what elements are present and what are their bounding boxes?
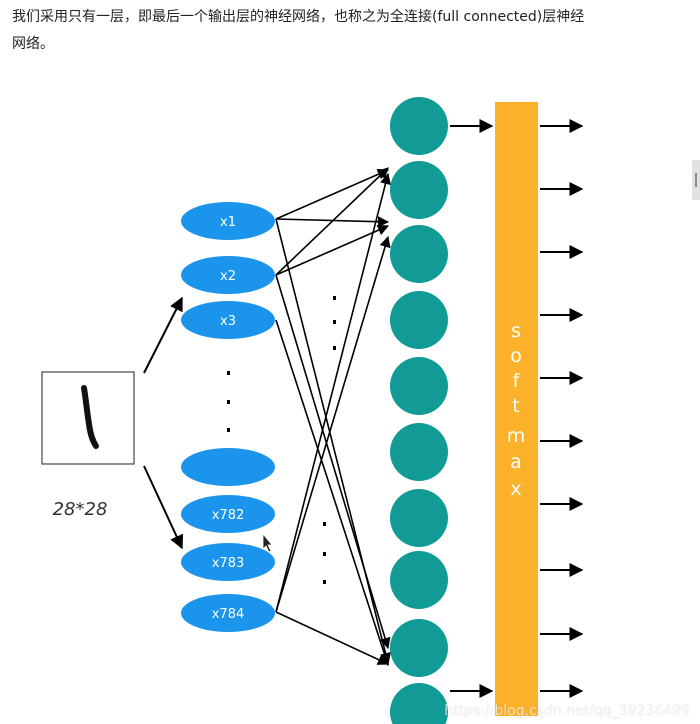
mnist-digit-image: [41, 371, 135, 465]
connection-arrow: [275, 168, 390, 220]
softmax-label: s o f t m a x: [507, 320, 526, 500]
connection-arrow: [275, 224, 390, 276]
connection-lines: [275, 167, 391, 667]
softmax-letter: o: [510, 345, 522, 367]
output-node: [390, 489, 448, 547]
input-node: [181, 594, 275, 632]
output-node: [390, 423, 448, 481]
input-node: [181, 448, 275, 486]
output-node: [390, 161, 448, 219]
input-layer: x1 x2 x3 x782 x783 x784: [181, 202, 275, 632]
softmax-bar: [495, 102, 538, 716]
output-node: [390, 357, 448, 415]
image-size-label: 28*28: [53, 499, 108, 520]
connection-arrow: [275, 235, 391, 613]
intro-line-2: 网络。: [12, 36, 54, 52]
softmax-letter: x: [510, 478, 521, 500]
intro-line-1: 我们采用只有一层，即最后一个输出层的神经网络，也称之为全连接(full conn…: [12, 9, 585, 25]
input-node: [181, 301, 275, 339]
output-node: [390, 225, 448, 283]
input-node: [181, 543, 275, 581]
output-node: [390, 551, 448, 609]
connection-arrow: [275, 319, 391, 667]
watermark-text: https://blog.csdn.net/qq_39236499: [444, 703, 690, 719]
softmax-letter: s: [511, 320, 521, 342]
input-node-label: x3: [220, 314, 236, 329]
connection-arrow: [275, 172, 391, 613]
image-to-input-arrow: [143, 296, 183, 374]
connection-arrow: [275, 218, 391, 665]
input-node-label: x783: [212, 556, 245, 571]
scrollbar-handle[interactable]: [692, 160, 700, 200]
softmax-letter: a: [510, 451, 522, 473]
input-node-label: x784: [212, 607, 245, 622]
output-arrows: [540, 119, 584, 698]
input-node-label: x1: [220, 215, 236, 230]
input-node: [181, 495, 275, 533]
intro-text: 我们采用只有一层，即最后一个输出层的神经网络，也称之为全连接(full conn…: [12, 4, 687, 58]
softmax-letter: f: [513, 370, 521, 392]
connection-arrow: [275, 611, 390, 665]
input-node: [181, 202, 275, 240]
output-layer: [390, 97, 448, 724]
input-node-label: x2: [220, 269, 236, 284]
output-node: [390, 683, 448, 724]
mouse-cursor-icon: [262, 532, 273, 553]
output-node: [390, 619, 448, 677]
input-node: [181, 256, 275, 294]
connection-arrow: [275, 274, 391, 650]
output-node: [390, 291, 448, 349]
input-node-label: x782: [212, 508, 245, 523]
ellipsis-dots: [227, 296, 336, 584]
softmax-letter: m: [507, 425, 526, 447]
connection-arrow: [275, 167, 389, 276]
softmax-letter: t: [512, 395, 519, 417]
output-node: [390, 97, 448, 155]
image-to-input-arrow: [143, 465, 184, 550]
